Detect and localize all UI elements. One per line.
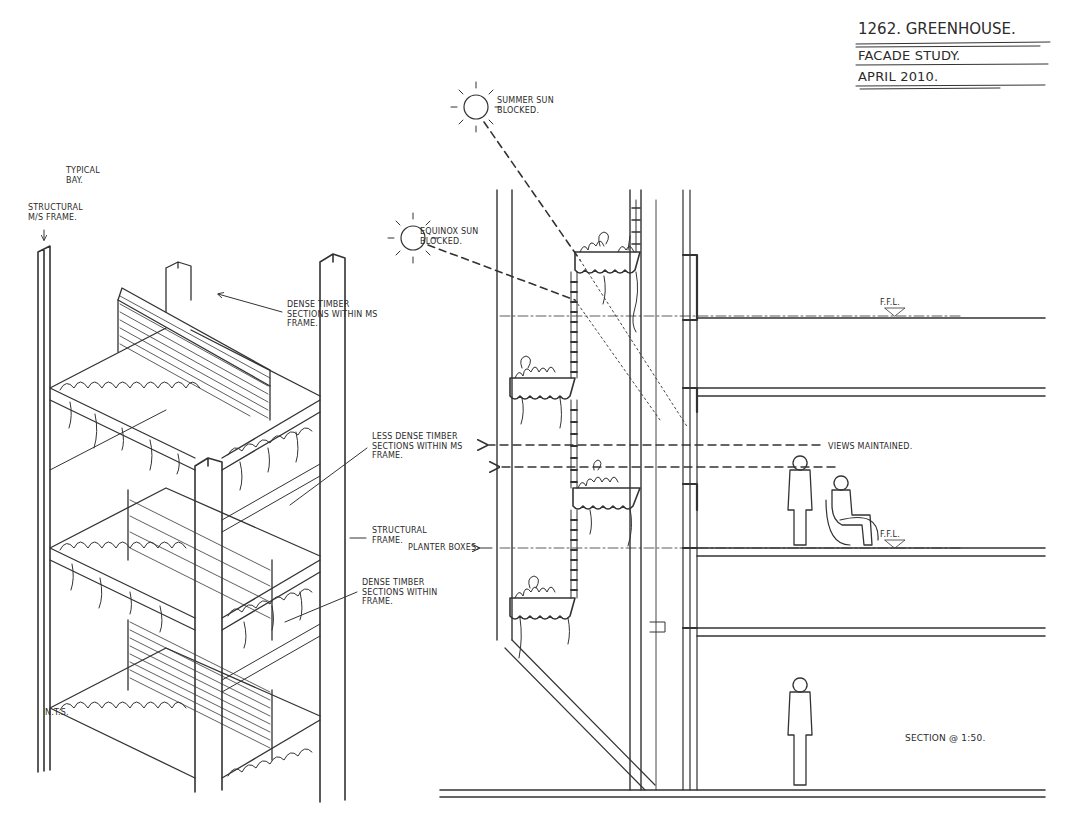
annotation-label: SUMMER SUN BLOCKED. (497, 96, 569, 115)
annotation-label: N.T.S. (45, 708, 69, 718)
annotation-label: DENSE TIMBER SECTIONS WITHIN FRAME. (362, 578, 454, 607)
annotation-label: F.F.L. (880, 298, 900, 308)
sheet-title: 1262. GREENHOUSE. (858, 20, 1016, 38)
annotation-label: TYPICAL BAY. (66, 166, 111, 185)
annotation-label: SECTION @ 1:50. (905, 733, 985, 744)
annotation-label: APRIL 2010. (858, 69, 938, 85)
annotation-label: STRUCTURAL FRAME. (372, 526, 444, 545)
annotation-label: EQUINOX SUN BLOCKED. (420, 227, 498, 246)
annotation-label: DENSE TIMBER SECTIONS WITHIN MS FRAME. (287, 300, 382, 329)
annotation-label: LESS DENSE TIMBER SECTIONS WITHIN MS FRA… (372, 432, 470, 461)
annotation-label: PLANTER BOXES. (408, 543, 479, 553)
annotation-label: VIEWS MAINTAINED. (828, 442, 912, 452)
annotation-label: STRUCTURAL M/S FRAME. (28, 203, 100, 222)
annotation-label: FACADE STUDY. (858, 48, 960, 64)
annotation-label: F.F.L. (880, 530, 900, 540)
